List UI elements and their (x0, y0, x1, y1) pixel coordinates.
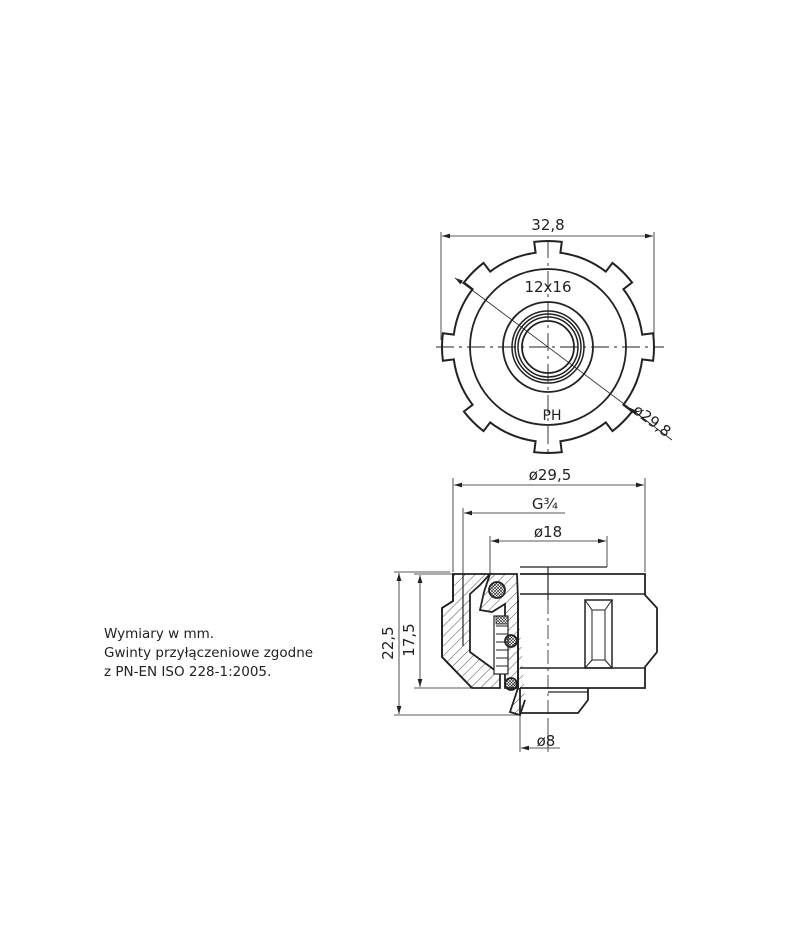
bore-label: ø8 (537, 732, 556, 750)
marking-label: PH (543, 408, 562, 424)
outer-diameter-label: ø29,5 (529, 466, 572, 484)
side-view (441, 566, 658, 720)
o-ring (504, 677, 518, 691)
nut-outline (441, 574, 473, 689)
diameter-dimension-label: ø29,8 (630, 401, 675, 441)
note-line: Wymiary w mm. (104, 626, 215, 642)
spigot (519, 688, 589, 714)
notes: Wymiary w mm. Gwinty przyłączeniowe zgod… (104, 625, 313, 682)
body-height-label: 17,5 (400, 623, 418, 656)
front-view (436, 232, 673, 455)
note-line: Gwinty przyłączeniowe zgodne (104, 645, 314, 661)
width-dimension-label: 32,8 (531, 216, 564, 234)
thread-label: G¾ (532, 495, 559, 513)
hex-flat (584, 599, 613, 669)
body-outline (520, 573, 658, 689)
total-height-label: 22,5 (379, 626, 397, 659)
size-label: 12x16 (524, 278, 571, 296)
side-dimensions (394, 478, 646, 752)
o-ring (504, 634, 518, 648)
inner-diameter-label: ø18 (534, 523, 562, 541)
o-ring (488, 581, 506, 599)
note-line: z PN-EN ISO 228-1:2005. (104, 664, 272, 680)
sleeve-ridges (496, 625, 508, 667)
nut-outline (440, 239, 656, 455)
